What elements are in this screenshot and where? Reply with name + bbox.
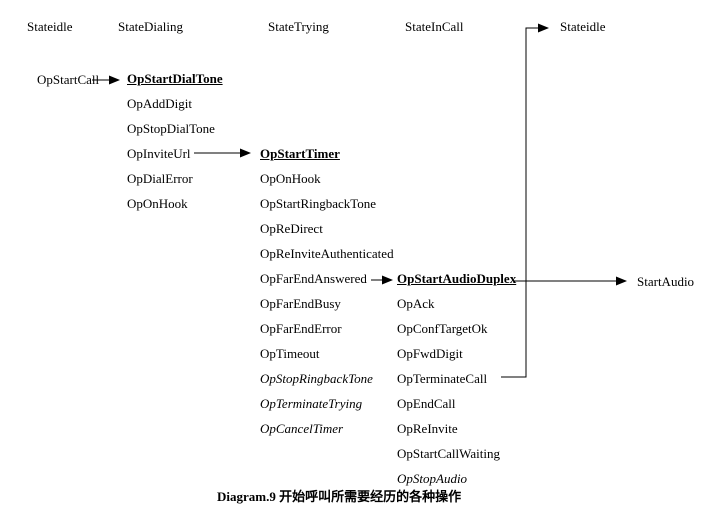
op-ack-label: OpAck [397,296,435,311]
op-farendbusy-label: OpFarEndBusy [260,296,341,311]
op-redirect-label: OpReDirect [260,221,323,236]
startaudio-result-label: StartAudio [637,274,695,289]
op-startdialtone-label: OpStartDialTone [127,71,223,86]
diagram-caption: Diagram.9 开始呼叫所需要经历的各种操作 [217,489,462,504]
state-header-idle-left: Stateidle [27,19,73,34]
op-stopringbacktone-label: OpStopRingbackTone [260,371,373,386]
state-header-trying: StateTrying [268,19,329,34]
op-canceltimer-label: OpCancelTimer [260,421,344,436]
op-terminatecall-label: OpTerminateCall [397,371,488,386]
state-header-dialing: StateDialing [118,19,183,34]
op-inviteurl-label: OpInviteUrl [127,146,191,161]
arrow-terminatecall-to-stateidle [501,23,549,378]
op-reinviteauthenticated-label: OpReInviteAuthenticated [260,246,394,261]
op-farendanswered-label: OpFarEndAnswered [260,271,367,286]
op-dialerror-label: OpDialError [127,171,193,186]
op-stopdialtone-label: OpStopDialTone [127,121,215,136]
op-fwddigit-label: OpFwdDigit [397,346,463,361]
op-onhook-trying-label: OpOnHook [260,171,321,186]
state-header-idle-right: Stateidle [560,19,606,34]
op-endcall-label: OpEndCall [397,396,456,411]
op-startcallwaiting-label: OpStartCallWaiting [397,446,500,461]
op-startcall-label: OpStartCall [37,72,100,87]
op-startringbacktone-label: OpStartRingbackTone [260,196,377,211]
op-conftargetok-label: OpConfTargetOk [397,321,488,336]
op-farenderror-label: OpFarEndError [260,321,342,336]
op-timeout-label: OpTimeout [260,346,320,361]
op-adddigit-label: OpAddDigit [127,96,192,111]
op-reinvite-label: OpReInvite [397,421,458,436]
state-header-incall: StateInCall [405,19,464,34]
op-starttimer-label: OpStartTimer [260,146,340,161]
op-stopaudio-label: OpStopAudio [397,471,468,486]
op-onhook-label: OpOnHook [127,196,188,211]
op-terminatetrying-label: OpTerminateTrying [260,396,363,411]
op-startaudioduplex-label: OpStartAudioDuplex [397,271,517,286]
